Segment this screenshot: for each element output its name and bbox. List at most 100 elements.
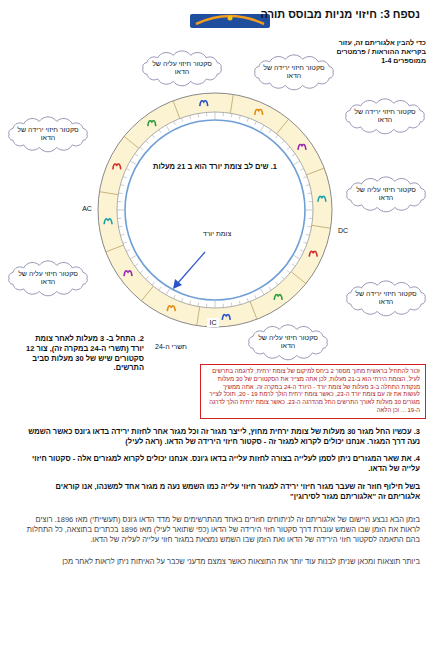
degree-tick — [281, 141, 284, 144]
degree-tick — [174, 295, 176, 299]
cloud-shape — [9, 117, 88, 152]
zodiac-glyph — [113, 164, 121, 169]
degree-tick — [135, 264, 138, 266]
degree-tick — [117, 218, 121, 219]
node-label: צומת יורד — [187, 230, 247, 238]
note-box: זכור להתחיל בראשית מתוך מספר 2 ביחס למיק… — [200, 364, 426, 419]
outer-ring — [98, 93, 332, 327]
degree-tick — [261, 289, 265, 295]
degree-tick — [294, 256, 300, 260]
axis-label: DC — [336, 226, 350, 235]
degree-tick — [140, 147, 143, 150]
degree-tick — [269, 130, 271, 133]
degree-tick — [275, 282, 278, 285]
sector-divider — [124, 136, 139, 148]
sector-divider — [197, 307, 200, 326]
zodiac-glyph — [124, 271, 132, 276]
degree-tick — [247, 118, 248, 122]
degree-tick — [190, 115, 191, 119]
degree-tick — [287, 270, 290, 273]
logo-mark — [190, 10, 270, 32]
body-paragraph: בזמן הבא נבצע היישום של אלגוריתם זה לנית… — [22, 515, 420, 544]
logo-arc — [196, 16, 264, 24]
degree-tick — [261, 125, 265, 131]
degree-tick — [223, 112, 224, 116]
zodiac-glyph — [298, 144, 306, 149]
zodiac-glyph — [309, 251, 317, 256]
degree-tick — [309, 218, 313, 219]
degree-tick — [152, 282, 155, 285]
degree-tick — [300, 250, 304, 252]
wheel-drawing — [95, 90, 335, 330]
sector-cloud: סקטור חיזוי ירידה של הדאו — [343, 100, 427, 133]
degree-tick — [239, 301, 240, 305]
degree-tick — [120, 185, 124, 186]
sector-divider — [106, 245, 124, 252]
degree-tick — [166, 125, 170, 131]
degree-tick — [247, 298, 248, 302]
leader-arrowhead — [173, 279, 182, 289]
sector-cloud: סקטור חיזוי ירידה של הדאו — [6, 118, 90, 151]
leader-line — [177, 252, 205, 284]
zodiac-glyph — [167, 306, 175, 311]
note-text: זכור להתחיל בראשית מתוך מספר 2 ביחס למיק… — [206, 368, 420, 415]
degree-tick — [126, 169, 130, 171]
cloud-shape — [347, 281, 426, 316]
cloud-shape — [249, 325, 328, 360]
cloud-shape — [9, 261, 88, 296]
cloud-shape — [255, 55, 334, 90]
cloud-shape — [347, 177, 426, 212]
zodiac-glyph — [222, 315, 230, 320]
zodiac-glyph — [318, 196, 326, 201]
sector-divider — [99, 192, 118, 195]
sector-label: סקטור חיזוי ירידה של הדאו — [354, 108, 416, 125]
logo-sun — [228, 16, 233, 21]
sector-cloud: סקטור חיזוי עליה של הדאו — [140, 52, 224, 85]
page-title: נספח 3: חיזוי מניות מבוסס תורה — [261, 8, 420, 20]
degree-tick — [135, 154, 138, 156]
step-text: 3. עכשיו החל מגזר 30 מעלות של צומת ירחית… — [22, 427, 420, 447]
summary-text: בשל חילוף חוזר זה שעבר מגזר חיזוי ירידה … — [22, 482, 420, 502]
sector-divider — [291, 272, 306, 284]
degree-tick — [146, 276, 149, 279]
degree-tick — [294, 161, 300, 165]
degree-tick — [146, 141, 149, 144]
degree-tick — [255, 295, 257, 299]
sector-cloud: סקטור חיזוי עליה של הדאו — [246, 326, 330, 359]
sector-label: סקטור חיזוי ירידה של הדאו — [355, 290, 417, 307]
sector-label: סקטור חיזוי עליה של הדאו — [257, 334, 319, 351]
degree-tick — [206, 112, 207, 116]
degree-tick — [126, 250, 130, 252]
degree-tick — [287, 147, 290, 150]
degree-tick — [197, 303, 199, 307]
zodiac-glyph — [274, 295, 282, 300]
zodiac-glyph — [148, 121, 156, 126]
degree-tick — [223, 304, 224, 308]
degree-tick — [120, 234, 124, 235]
logo-bar — [190, 14, 270, 28]
degree-tick — [117, 210, 124, 211]
inner-circle — [125, 120, 305, 300]
degree-tick — [130, 161, 136, 165]
degree-tick — [306, 210, 313, 211]
degree-tick — [197, 113, 199, 117]
degree-tick — [309, 201, 313, 202]
degree-tick — [308, 192, 312, 194]
degree-tick — [292, 154, 295, 156]
body-paragraph: ביותר תוצאות ומכאן שניתן לבנות עוד יותר … — [22, 557, 420, 567]
degree-tick — [275, 135, 278, 138]
degree-tick — [130, 256, 136, 260]
sector-cloud: סקטור חיזוי ירידה של הדאו — [252, 56, 336, 89]
degree-tick — [292, 264, 295, 266]
cloud-shape — [143, 51, 222, 86]
sector-label: סקטור חיזוי עליה של הדאו — [17, 270, 79, 287]
zodiac-glyph — [255, 109, 263, 114]
sector-divider — [230, 94, 233, 113]
sector-label: סקטור חיזוי עליה של הדאו — [355, 186, 417, 203]
sector-label: סקטור חיזוי ירידה של הדאו — [263, 64, 325, 81]
degree-tick — [231, 303, 233, 307]
degree-tick — [269, 287, 271, 290]
axis-label: AC — [80, 204, 94, 213]
wheel-note: 1. שים לב צומת יורד הוא ב 21 מעלות — [143, 162, 287, 171]
